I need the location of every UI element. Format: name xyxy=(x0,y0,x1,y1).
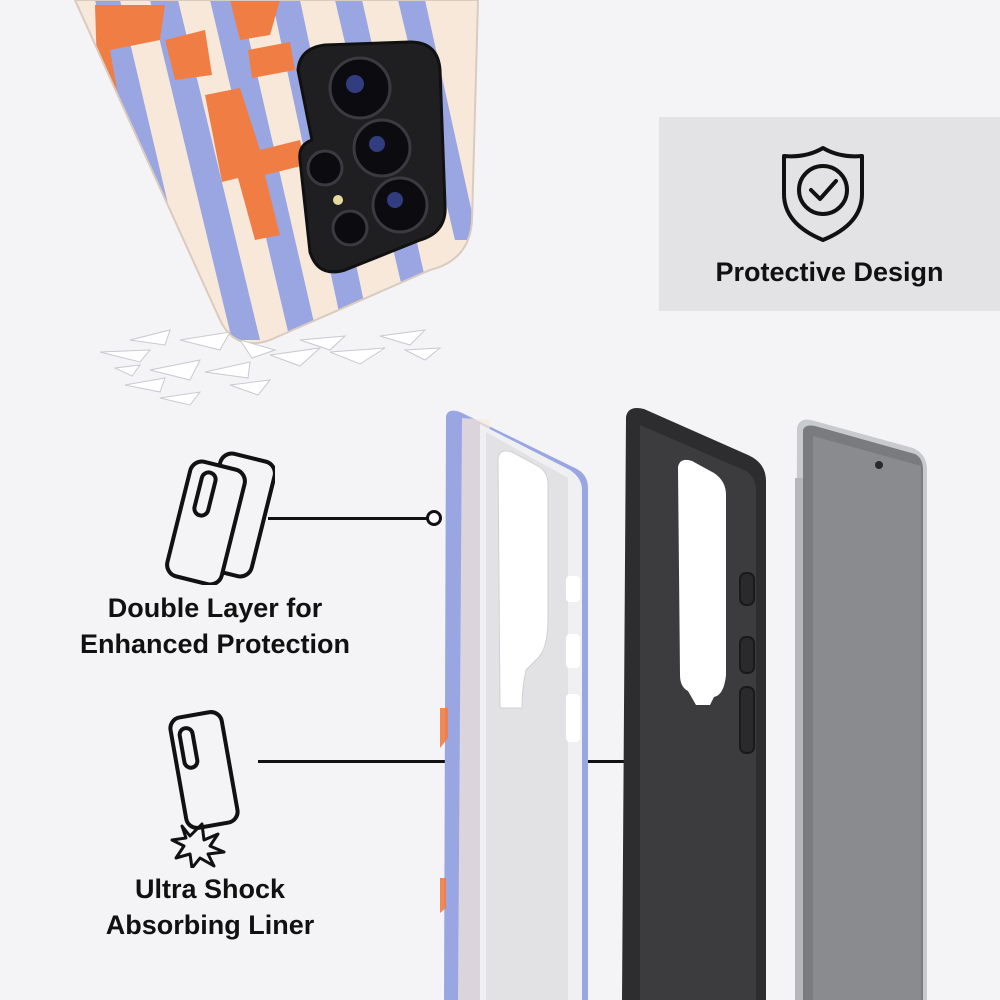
shock-liner-connector-line xyxy=(258,760,628,763)
double-layer-case-icon xyxy=(165,451,275,585)
phone-device-image xyxy=(795,419,927,1000)
shock-caption: Ultra Shock Absorbing Liner xyxy=(0,871,420,943)
double-layer-connector-line xyxy=(268,517,428,520)
shock-line2: Absorbing Liner xyxy=(105,910,315,940)
shock-impact-case-icon xyxy=(168,710,240,868)
double-layer-connector-dot xyxy=(426,510,442,526)
shock-line1: Ultra Shock xyxy=(134,874,286,904)
dropped-phone-case-image xyxy=(73,0,480,406)
double-layer-caption: Double Layer for Enhanced Protection xyxy=(0,590,430,662)
outer-shell-layer-image xyxy=(440,410,588,1000)
shield-check-icon xyxy=(782,146,864,242)
double-layer-line2: Enhanced Protection xyxy=(79,629,351,659)
double-layer-line1: Double Layer for xyxy=(107,593,323,623)
shock-liner-layer-image xyxy=(622,408,766,1000)
protective-design-label: Protective Design xyxy=(715,257,944,287)
